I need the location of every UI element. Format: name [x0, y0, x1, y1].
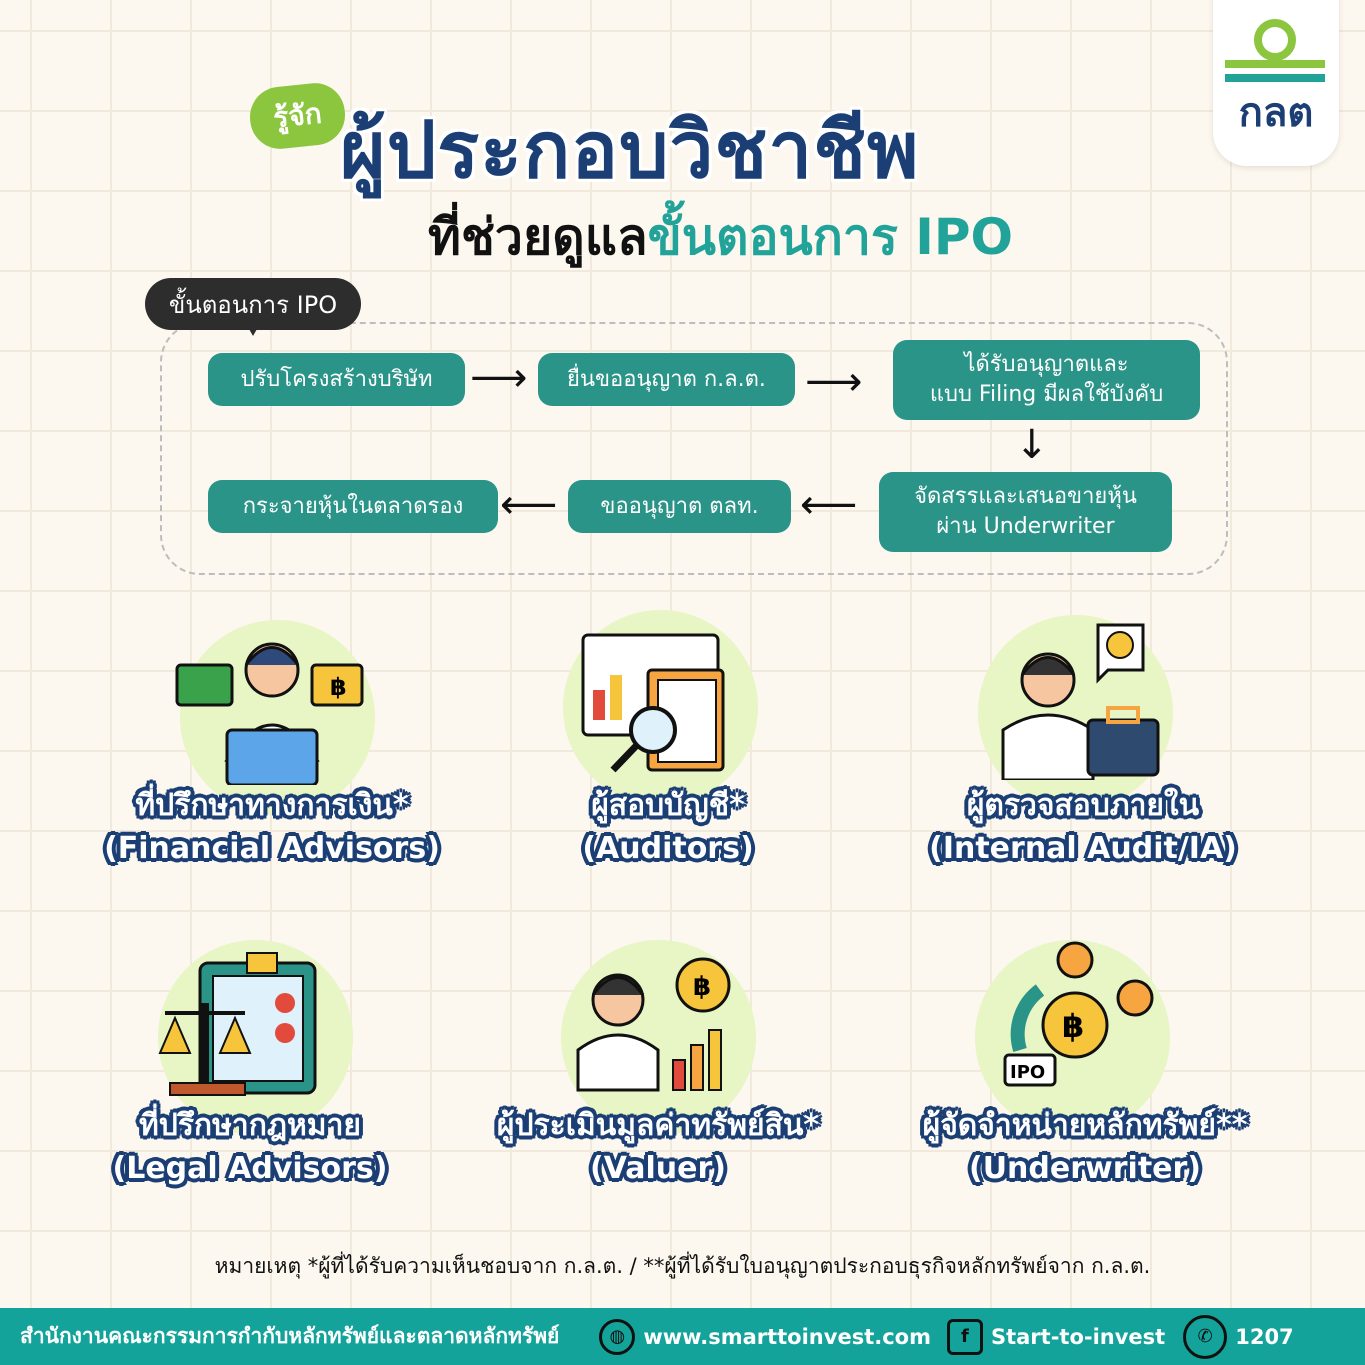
role-en: (Financial Advisors)	[104, 831, 440, 866]
role-en: (Legal Advisors)	[112, 1151, 388, 1186]
role-internal-audit: ผู้ตรวจสอบภายใน (Internal Audit/IA)	[873, 600, 1293, 890]
internal-audit-icon	[1001, 623, 1160, 780]
arrow-right-icon: ⟶	[470, 355, 528, 401]
logo-text: กลต	[1238, 90, 1314, 136]
flow-step-2: ยื่นขออนุญาต ก.ล.ต.	[538, 353, 795, 406]
flow-container	[160, 322, 1228, 575]
subtitle-part-b: ขั้นตอนการ IPO	[647, 208, 1014, 266]
role-valuer: ฿ ผู้ประเมินมูลค่าทรัพย์สิน* (Valuer)	[448, 930, 868, 1210]
footer-org: สำนักงานคณะกรรมการกำกับหลักทรัพย์และตลาด…	[20, 1324, 560, 1348]
flow-step-1: ปรับโครงสร้างบริษัท	[208, 353, 465, 406]
footer-facebook[interactable]: Start-to-invest	[990, 1324, 1166, 1349]
advisor-icon: ฿	[175, 642, 364, 785]
role-th: ที่ปรึกษากฎหมาย	[139, 1108, 361, 1143]
role-en: (Valuer)	[589, 1151, 727, 1186]
role-auditors: ผู้สอบบัญชี* (Auditors)	[458, 600, 878, 890]
know-badge: รู้จัก	[247, 80, 348, 152]
footer-website[interactable]: www.smarttoinvest.com	[643, 1324, 931, 1349]
role-legal-advisors: ที่ปรึกษากฎหมาย (Legal Advisors)	[40, 930, 460, 1210]
role-en: (Internal Audit/IA)	[929, 831, 1237, 866]
flow-step-4: จัดสรรและเสนอขายหุ้น ผ่าน Underwriter	[879, 472, 1172, 552]
svg-text:IPO: IPO	[1010, 1062, 1045, 1083]
role-th: ผู้ประเมินมูลค่าทรัพย์สิน*	[496, 1108, 820, 1143]
arrow-down-icon: ↓	[1015, 422, 1049, 468]
role-th: ที่ปรึกษาทางการเงิน*	[135, 788, 409, 823]
facebook-icon: f	[946, 1318, 983, 1355]
underwriter-icon: ฿ IPO	[1003, 941, 1154, 1087]
role-underwriter: ฿ IPO ผู้จัดจำหน่ายหลักทรัพย์** (Underwri…	[875, 930, 1295, 1210]
footer-phone[interactable]: 1207	[1235, 1324, 1294, 1349]
footer-bar: สำนักงานคณะกรรมการกำกับหลักทรัพย์และตลาด…	[0, 1308, 1365, 1365]
flow-step-6: กระจายหุ้นในตลาดรอง	[208, 480, 498, 533]
svg-text:฿: ฿	[1062, 1007, 1084, 1045]
page-title: ผู้ประกอบวิชาชีพ	[340, 106, 920, 196]
footnote: หมายเหตุ *ผู้ที่ได้รับความเห็นชอบจาก ก.ล…	[214, 1254, 1151, 1278]
arrow-left-icon: ⟵	[500, 482, 558, 528]
page-subtitle: ที่ช่วยดูแลขั้นตอนการ IPO	[428, 198, 1013, 277]
legal-icon	[158, 952, 317, 1096]
arrow-left-icon: ⟵	[800, 482, 858, 528]
flow-tag: ขั้นตอนการ IPO	[145, 278, 361, 336]
role-th: ผู้สอบบัญชี*	[591, 788, 745, 823]
auditor-icon	[581, 633, 725, 773]
role-financial-advisors: ฿ ที่ปรึกษาทางการเงิน* (Financial Adviso…	[62, 600, 482, 890]
flow-step-3: ได้รับอนุญาตและ แบบ Filing มีผลใช้บังคับ	[893, 340, 1200, 420]
sec-logo: กลต	[1213, 0, 1339, 166]
flow-step-5: ขออนุญาต ตลท.	[568, 480, 791, 533]
valuer-icon: ฿	[576, 957, 731, 1092]
svg-text:฿: ฿	[693, 972, 711, 1002]
svg-text:฿: ฿	[330, 673, 347, 701]
logo-icon	[1225, 19, 1325, 82]
role-th: ผู้จัดจำหน่ายหลักทรัพย์**	[922, 1108, 1248, 1143]
role-en: (Underwriter)	[968, 1151, 1202, 1186]
role-en: (Auditors)	[582, 831, 754, 866]
globe-icon: ◍	[599, 1318, 636, 1355]
phone-icon: ✆	[1183, 1314, 1228, 1359]
arrow-right-icon: ⟶	[805, 359, 863, 405]
role-th: ผู้ตรวจสอบภายใน	[966, 788, 1200, 823]
subtitle-part-a: ที่ช่วยดูแล	[428, 208, 648, 266]
